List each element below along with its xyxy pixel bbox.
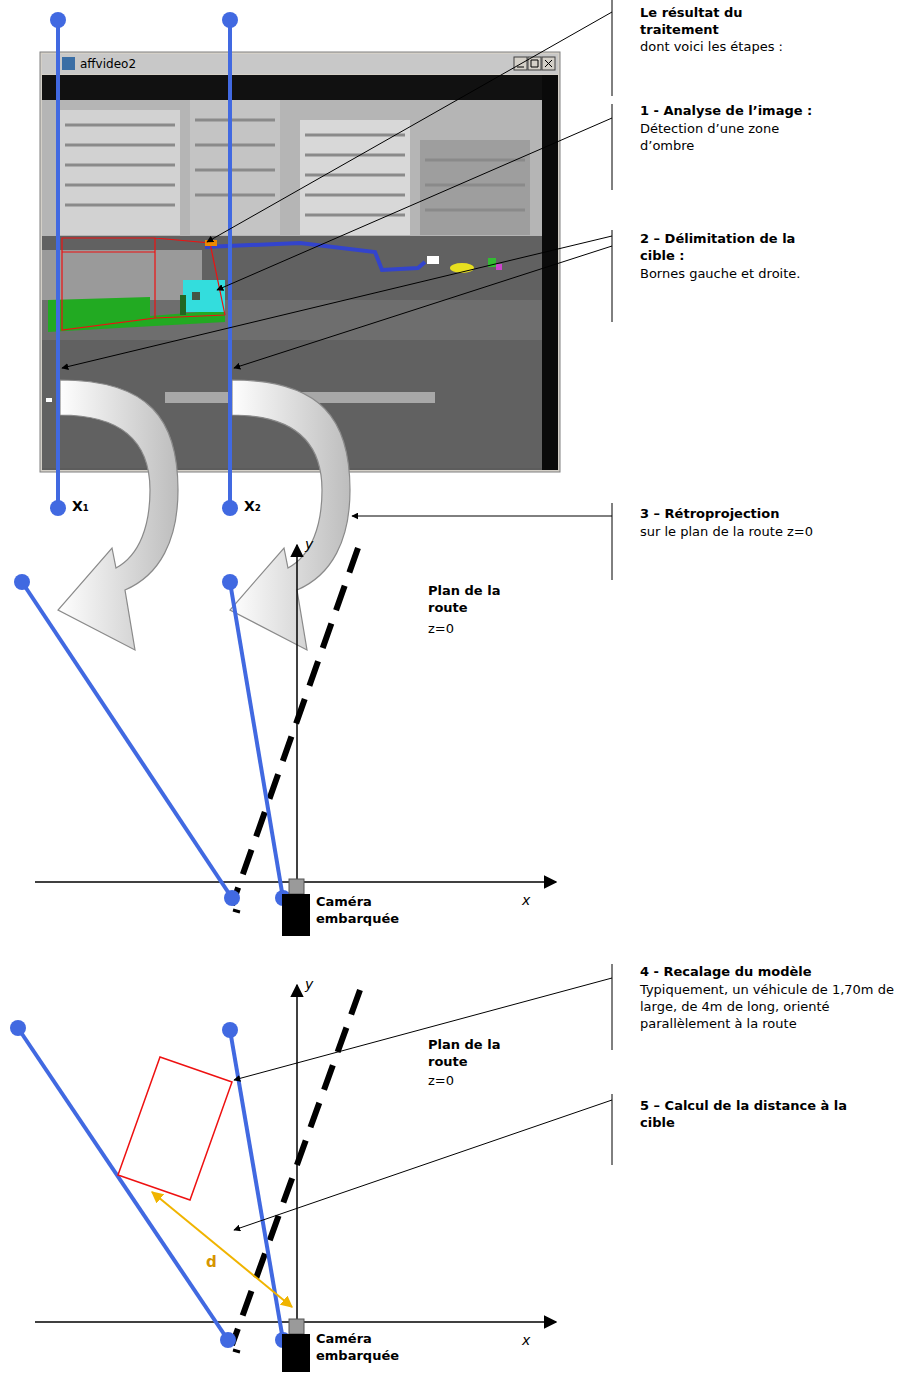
road-plane-1-part [282,894,310,936]
video-frame-part [192,292,200,300]
road-plane-1-part [232,548,358,905]
callout-heading: 4 - Recalage du modèle [640,963,900,980]
road-plane-2-part [18,1028,228,1340]
road-plane-2-part [232,990,360,1345]
road-plane-2-part [220,1332,236,1348]
callout-text: Détection d’une zone d’ombre [640,120,830,154]
road-plane-1 [14,545,556,936]
boundary-line-part [222,500,238,516]
road-plane-1-part [230,582,283,898]
callout-text: sur le plan de la route z=0 [640,523,825,540]
road-plane-1-part [22,582,232,898]
video-frame-part [60,110,180,235]
curved-arrow [58,380,350,650]
leader-line-part [207,12,612,242]
video-frame-part [542,75,558,470]
axis-label: y [305,976,325,993]
leader-line-part [217,118,612,290]
leader-line-part [234,246,612,368]
plane-name: Plan de la route [428,1036,528,1070]
boundary-name: X₂ [244,498,284,515]
road-plane-2-part [222,1022,238,1038]
road-plane-1-part [233,910,240,912]
video-window-part [62,57,75,70]
road-plane-2-part [233,1350,240,1352]
boundary-line-part [56,20,60,508]
video-frame-part [300,120,410,235]
camera-label: Caméra embarquée [316,1330,411,1364]
callout-heading: 2 – Délimitation de la cible : [640,230,830,264]
road-plane-2 [10,985,556,1372]
callout-text: Bornes gauche et droite. [640,265,860,282]
plane-name: Plan de la route [428,582,528,616]
callout-heading: Le résultat du traitement [640,4,780,38]
road-plane-2-part [10,1020,26,1036]
leader-line-part [62,236,612,368]
video-window-part [42,54,558,74]
road-plane-1-part [289,879,304,894]
road-plane-2-part [282,1334,310,1372]
video-frame-part [427,256,439,264]
leader-line-part [612,230,613,322]
video-frame-part [205,240,217,246]
axis-label: x [522,1332,542,1349]
leader-line-part [612,964,613,1050]
video-frame-part [62,238,225,330]
video-frame-part [46,398,52,402]
boundary-line [50,12,238,516]
leader-line-part [352,516,612,517]
video-frame-part [180,295,186,315]
boundary-line-part [50,12,66,28]
video-frame-part [420,140,530,235]
curved-arrow-part [230,380,350,650]
callout-heading: 3 – Rétroprojection [640,505,860,522]
axis-label: y [305,536,325,553]
plane-equation: z=0 [428,620,488,637]
road-plane-2-part [296,985,298,1322]
leader-line-part [612,503,613,580]
camera-label: Caméra embarquée [316,893,411,927]
leader-line-part [612,104,613,190]
leader-line-part [234,978,612,1080]
window-title: affvideo2 [80,56,280,73]
leader-line-part [234,1100,612,1230]
video-frame-part [42,100,542,238]
road-plane-2-part [152,1192,292,1307]
road-plane-2-part [289,1319,304,1334]
road-plane-1-part [224,890,240,906]
leader-line-part [612,1094,613,1165]
distance-label: d [206,1254,226,1271]
callout-heading: 1 - Analyse de l’image : [640,102,895,119]
road-plane-2-part [118,1057,232,1200]
axis-label: x [522,892,542,909]
video-frame-part [42,75,558,100]
plane-equation: z=0 [428,1072,488,1089]
boundary-line-part [222,12,238,28]
boundary-line-part [50,500,66,516]
road-plane-1-part [222,574,238,590]
callout-text: dont voici les étapes : [640,38,890,55]
callout-text: Typiquement, un véhicule de 1,70m de lar… [640,981,900,1032]
road-plane-1-part [14,574,30,590]
video-frame-part [496,264,502,270]
boundary-name: X₁ [72,498,112,515]
curved-arrow-part [58,380,178,650]
leader-line [62,0,612,1230]
video-frame-part [65,120,525,215]
callout-heading: 5 – Calcul de la distance à la cible [640,1097,870,1131]
leader-line-part [612,0,613,96]
boundary-line-part [228,20,232,508]
